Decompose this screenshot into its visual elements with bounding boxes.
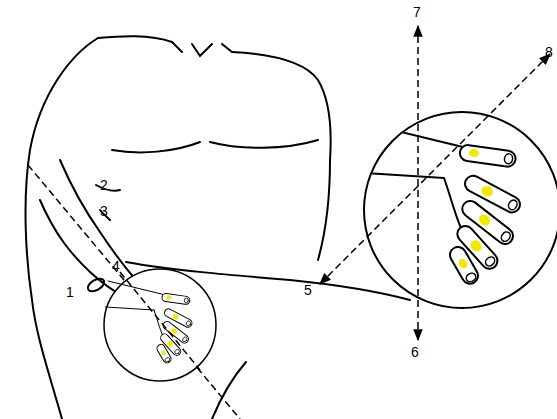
chest-line	[112, 140, 318, 152]
forearm-upper	[60, 160, 138, 282]
detail-circle	[104, 269, 216, 381]
collar	[172, 42, 232, 56]
callout-number: 8	[545, 44, 553, 60]
callout-number: 3	[100, 203, 108, 219]
right-flank	[318, 160, 330, 260]
callout-number: 6	[411, 344, 419, 360]
left-shoulder	[98, 36, 172, 42]
callout-number: 2	[100, 177, 108, 193]
axis-arrow	[417, 26, 419, 340]
wrist-band	[86, 276, 107, 294]
forearm-axis	[28, 165, 240, 419]
axis-arrow	[320, 54, 550, 284]
callout-number: 4	[112, 258, 120, 274]
body-outline	[26, 36, 410, 419]
hand-small	[106, 281, 194, 364]
callout-number: 1	[66, 284, 74, 300]
callout-number: 7	[413, 4, 421, 20]
left-contour	[26, 38, 98, 419]
thigh-lower	[212, 362, 246, 419]
forearm-axis	[120, 272, 200, 370]
callout-number: 5	[304, 282, 312, 298]
forearm-lower	[40, 200, 126, 298]
hand-inset	[347, 120, 523, 287]
right-shoulder	[232, 52, 331, 160]
abdomen-line	[96, 185, 120, 220]
